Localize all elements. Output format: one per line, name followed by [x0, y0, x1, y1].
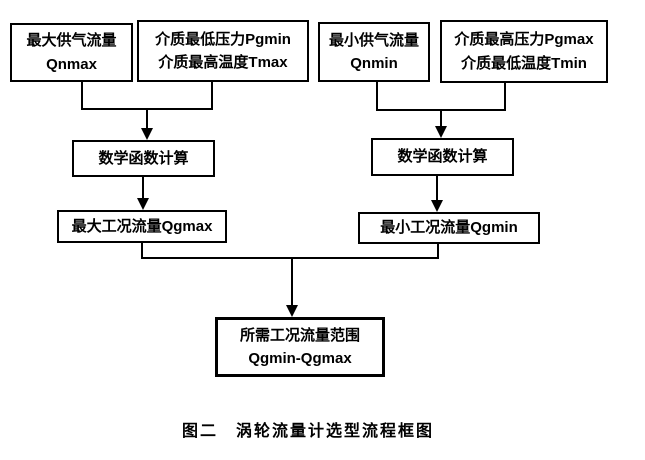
arrowhead-range: [286, 305, 298, 317]
connector-left-merge: [81, 81, 213, 110]
connector-right-merge: [376, 81, 506, 111]
box-text: 所需工况流量范围: [239, 326, 360, 344]
box-text: 介质最低温度Tmin: [461, 54, 587, 72]
flow-box-min-supply-flow: 最小供气流量 Qnmin: [318, 22, 430, 82]
flow-box-min-working-flow: 最小工况流量Qgmin: [358, 212, 540, 244]
arrowhead-qgmax: [137, 198, 149, 210]
flow-box-math-calc-right: 数学函数计算: [371, 138, 514, 176]
arrowhead-left-calc: [141, 128, 153, 140]
box-text: 介质最高压力Pgmax: [454, 31, 594, 49]
box-text: 介质最高温度Tmax: [158, 54, 288, 71]
flow-box-math-calc-left: 数学函数计算: [72, 140, 215, 177]
arrowhead-qgmin: [431, 200, 443, 212]
arrowhead-right-calc: [435, 126, 447, 138]
box-text: 最小工况流量Qgmin: [380, 219, 518, 237]
box-text: 最小供气流量: [328, 31, 419, 49]
figure-caption: 图二 涡轮流量计选型流程框图: [181, 423, 434, 440]
box-text: Qnmax: [46, 55, 97, 73]
box-text: 数学函数计算: [397, 148, 488, 166]
box-text: 最大供气流量: [26, 32, 117, 50]
flow-box-required-flow-range: 所需工况流量范围 Qgmin-Qgmax: [215, 317, 385, 377]
flow-box-max-working-flow: 最大工况流量Qgmax: [57, 210, 227, 243]
box-text: 数学函数计算: [98, 149, 189, 167]
box-text: 最大工况流量Qgmax: [71, 217, 213, 235]
box-text: 介质最低压力Pgmin: [155, 30, 291, 48]
connector-bottom-merge: [141, 242, 439, 259]
flow-box-medium-min-pressure-max-temp: 介质最低压力Pgmin 介质最高温度Tmax: [137, 20, 309, 82]
flow-box-max-supply-flow: 最大供气流量 Qnmax: [10, 23, 133, 82]
box-text: Qgmin-Qgmax: [248, 350, 352, 367]
flow-box-medium-max-pressure-min-temp: 介质最高压力Pgmax 介质最低温度Tmin: [440, 20, 608, 83]
box-text: Qnmin: [350, 55, 398, 72]
